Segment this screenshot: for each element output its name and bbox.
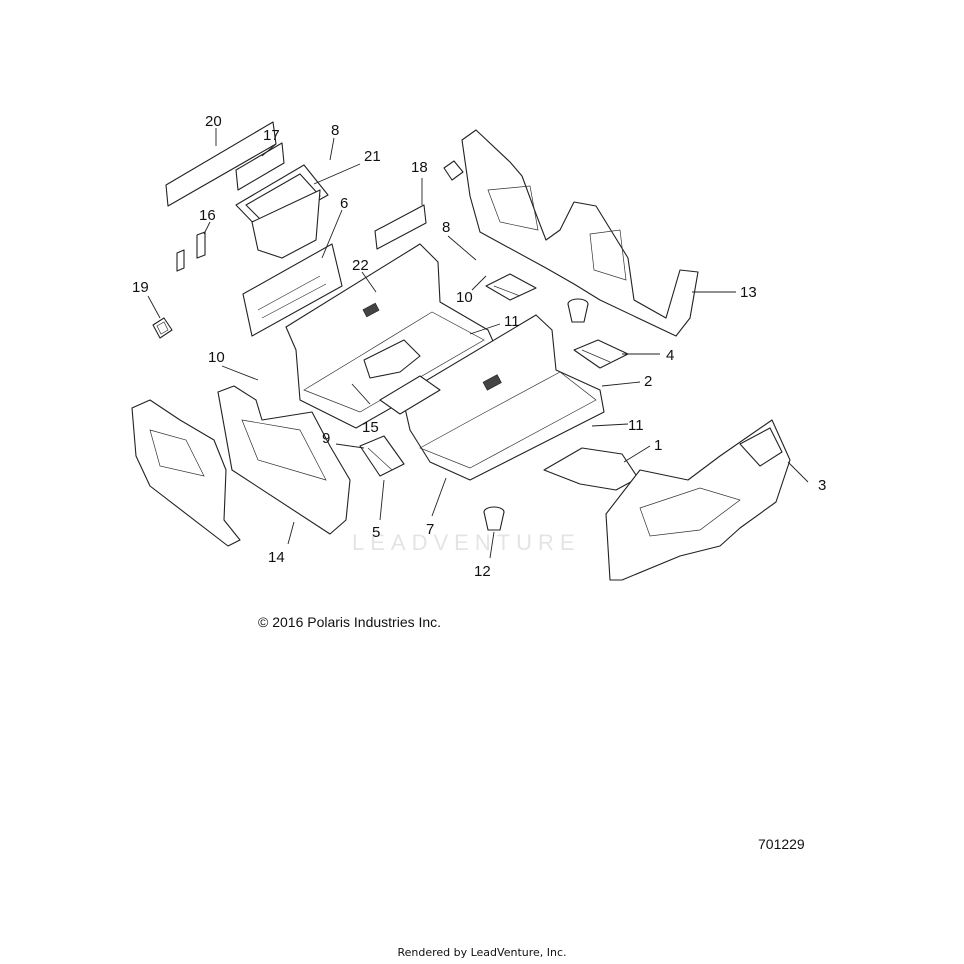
callout-16: 16 — [199, 207, 216, 224]
callout-14: 14 — [268, 549, 285, 566]
watermark: LEADVENTURE — [352, 530, 581, 555]
part-14-side-panel — [217, 385, 351, 535]
callout-2: 2 — [644, 373, 652, 390]
part-13-rear-frame — [461, 129, 699, 337]
callout-15: 15 — [362, 419, 379, 436]
part-1-floor-panel — [543, 447, 639, 491]
render-credit: Rendered by LeadVenture, Inc. — [397, 946, 567, 959]
part-21-storage-bin — [235, 164, 329, 259]
part-18-decal — [374, 204, 427, 250]
callout-13: 13 — [740, 284, 757, 301]
callout-21: 21 — [364, 148, 381, 165]
part-16-pad-a — [176, 249, 185, 272]
part-19-grommet — [152, 317, 173, 339]
callout-11-b: 11 — [628, 417, 644, 434]
callout-11: 11 — [504, 313, 520, 330]
part-3-front-tub — [605, 419, 791, 581]
part-15-tunnel — [379, 375, 441, 415]
part-7-right-floor — [401, 314, 605, 481]
callout-1: 1 — [654, 437, 662, 454]
callout-20: 20 — [205, 113, 222, 130]
callout-19: 19 — [132, 279, 149, 296]
part-22-left-floor — [285, 243, 497, 429]
callout-5: 5 — [372, 524, 380, 541]
part-left-outer-panel — [131, 399, 241, 547]
part-cup-holder-upper — [567, 298, 589, 323]
copyright-notice: © 2016 Polaris Industries Inc. — [258, 614, 442, 630]
part-5-step-pad — [359, 435, 405, 477]
part-6-rear-panel — [242, 243, 343, 337]
part-16-pad-b — [196, 231, 206, 259]
callout-6: 6 — [340, 195, 348, 212]
diagram-number: 701229 — [758, 836, 805, 852]
callout-18: 18 — [411, 159, 428, 176]
callout-10-b: 10 — [208, 349, 225, 366]
part-step-pad-upper — [485, 273, 537, 301]
callout-17: 17 — [263, 127, 280, 144]
part-12-cup-holder — [483, 506, 505, 531]
callout-22: 22 — [352, 257, 369, 274]
callout-10: 10 — [456, 289, 473, 306]
callout-3: 3 — [818, 477, 826, 494]
callout-7: 7 — [426, 521, 434, 538]
callout-8-b: 8 — [442, 219, 450, 236]
part-grommet-top — [443, 160, 464, 181]
part-4-step-pad — [573, 339, 629, 369]
callout-4: 4 — [666, 347, 674, 364]
callout-9: 9 — [322, 430, 330, 447]
callout-12: 12 — [474, 563, 491, 580]
callout-8: 8 — [331, 122, 339, 139]
